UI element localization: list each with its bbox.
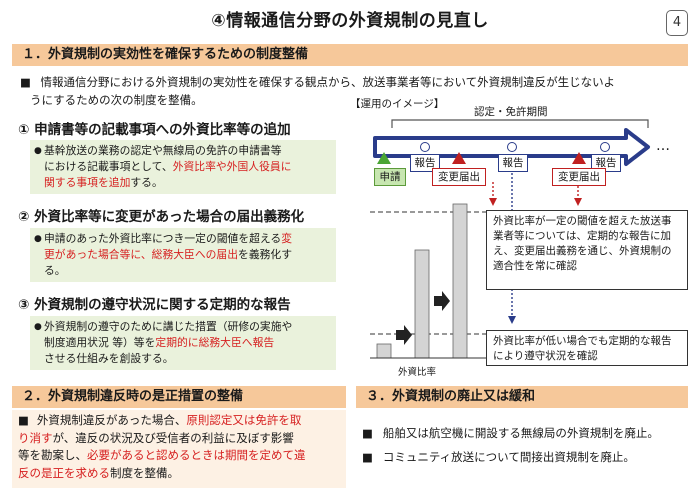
section3-item2: コミュニティ放送について間接出資規制を廃止。: [382, 450, 635, 464]
ratio-bar-3: [452, 203, 468, 359]
section3-bullet-1: ■: [362, 426, 373, 440]
item2-text-b: 変: [281, 232, 293, 245]
intro-line2: うにするための次の制度を整備。: [30, 93, 203, 107]
item1-text-d: 関する事項を追加: [44, 176, 131, 189]
ratio-bar-2: [414, 249, 430, 359]
change-tag-2: 変更届出: [552, 168, 606, 186]
item2-text-c: 更があった場合等に、総務大臣への届出: [44, 248, 239, 261]
application-tag: 申請: [374, 168, 406, 186]
change-triangle-icon-1: [452, 152, 466, 164]
section3-heading: ３．外資規制の廃止又は緩和: [356, 386, 688, 408]
section2-bullet: ■: [18, 413, 29, 427]
report-tag-2: 報告: [498, 154, 528, 172]
note-high-ratio: 外資比率が一定の閾値を超えた放送事業者等については、定期的な報告に加え、変更届出…: [486, 210, 688, 290]
section3-bullet-2: ■: [362, 450, 373, 464]
item2-heading: ② 外資比率等に変更があった場合の届出義務化: [18, 209, 305, 225]
report-arrowhead-icon: [508, 316, 516, 324]
item1-text-e: する。: [130, 176, 163, 189]
section2-text-h: 制度を整備。: [110, 465, 179, 480]
section2-text-f: 必要があると認めるときは期間を定めて違: [87, 448, 306, 462]
period-bracket: [391, 119, 649, 128]
note-low-ratio: 外資比率が低い場合でも定期的な報告により遵守状況を確認: [486, 330, 688, 366]
item3-text-a: 外資規制の遵守のために講じた措置（研修の実施や: [44, 320, 293, 333]
report-tag-3: 報告: [591, 154, 621, 172]
report-circle-icon-3: [600, 142, 610, 152]
report-tag-1: 報告: [410, 154, 440, 172]
step-arrow-icon-1: [396, 325, 412, 345]
item1-text-a: 基幹放送の業務の認定や無線局の免許の申請書等: [44, 144, 282, 157]
period-label: 認定・免許期間: [474, 106, 548, 118]
intro-line1: 情報通信分野における外資規制の実効性を確保する観点から、放送事業者等において外資…: [40, 75, 615, 89]
item2-text-d: を義務化す: [238, 248, 293, 261]
item2-bullet-icon: ●: [34, 234, 42, 244]
item1-box: ● 基幹放送の業務の認定や無線局の免許の申請書等 における記載事項として、外資比…: [30, 140, 336, 194]
timeline-ellipsis: …: [656, 138, 670, 154]
item3-bullet-icon: ●: [34, 322, 42, 332]
item2-box: ● 申請のあった外資比率につき一定の閾値を超える変 更があった場合等に、総務大臣…: [30, 228, 336, 282]
diagram-caption: 【運用のイメージ】: [350, 98, 445, 110]
section2-body: ■ 外資規制違反があった場合、原則認定又は免許を取 り消すが、違反の状況及び受信者…: [12, 410, 346, 488]
section2-text-e: 等を勘案し、: [18, 448, 87, 462]
item2-text-a: 申請のあった外資比率につき一定の閾値を超える: [44, 232, 282, 245]
change-tag-1: 変更届出: [432, 168, 486, 186]
item1-heading: ① 申請書等の記載事項への外資比率等の追加: [18, 122, 291, 138]
section1-intro: ■ 情報通信分野における外資規制の実効性を確保する観点から、放送事業者等において…: [20, 74, 690, 90]
change-arrowhead-icon-2: [574, 198, 582, 206]
section2-text-c: り消す: [18, 430, 53, 445]
section1-heading: １．外資規制の実効性を確保するための制度整備: [12, 44, 688, 66]
ratio-bar-1: [376, 343, 392, 359]
item2-text-e: る。: [44, 264, 66, 277]
section2-text-a: 外資規制違反があった場合、: [36, 413, 187, 427]
page-title: ④情報通信分野の外資規制の見直し: [211, 11, 489, 31]
item3-box: ● 外資規制の遵守のために講じた措置（研修の実施や 制度適用状況 等）等を定期的…: [30, 316, 336, 370]
ratio-axis-label: 外資比率: [398, 367, 437, 378]
item1-bullet-icon: ●: [34, 146, 42, 156]
item3-heading: ③ 外資規制の遵守状況に関する定期的な報告: [18, 297, 291, 313]
section3-item1: 船舶又は航空機に開設する無線局の外資規制を廃止。: [382, 426, 659, 440]
item3-text-b: 制度適用状況 等）等を: [44, 336, 156, 349]
report-circle-icon-1: [420, 142, 430, 152]
section2-text-g: 反の是正を求める: [18, 465, 110, 480]
item1-text-b: における記載事項として、: [44, 160, 173, 173]
application-triangle-icon: [377, 152, 391, 164]
section2-heading: ２．外資規制違反時の是正措置の整備: [12, 386, 346, 408]
item1-text-c: 外資比率や外国人役員に: [172, 160, 292, 173]
section3-body: ■ 船舶又は航空機に開設する無線局の外資規制を廃止。 ■ コミュニティ放送について間…: [362, 424, 688, 466]
section2-text-b: 原則認定又は免許を取: [186, 413, 302, 427]
section2-text-d: が、違反の状況及び受信者の利益に及ぼす影響: [52, 430, 294, 445]
change-triangle-icon-2: [572, 152, 586, 164]
page-number: 4: [666, 10, 688, 36]
item3-text-c: 定期的に総務大臣へ報告: [155, 336, 275, 349]
step-arrow-icon-2: [434, 291, 450, 311]
change-arrowhead-icon-1: [489, 198, 497, 206]
intro-bullet: ■: [20, 75, 31, 89]
report-circle-icon-2: [507, 142, 517, 152]
item3-text-d: させる仕組みを創設する。: [44, 352, 174, 365]
